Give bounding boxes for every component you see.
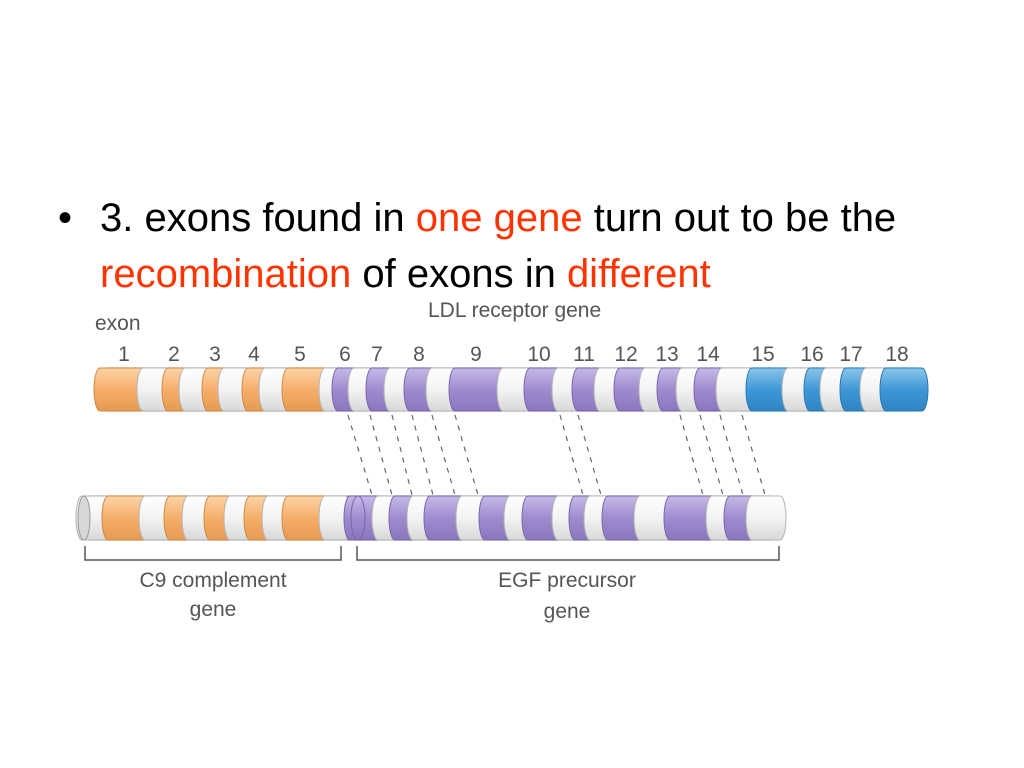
dashed-mapping-line: [391, 414, 413, 496]
exon-number-6: 6: [339, 343, 351, 366]
exon-number-18: 18: [885, 343, 908, 366]
dashed-mapping-line: [679, 414, 704, 496]
exon-number-10: 10: [527, 343, 550, 366]
egf-end-cap: [350, 495, 366, 541]
exon-number-2: 2: [168, 343, 180, 366]
egf-gene-label-line2: gene: [544, 600, 591, 623]
c9-egf-gene-cylinder: [75, 495, 787, 541]
exon-number-11: 11: [573, 343, 595, 366]
exon-number-7: 7: [371, 343, 383, 366]
exon-number-3: 3: [209, 343, 221, 366]
c9-bracket: [84, 546, 342, 561]
dashed-mapping-line: [719, 414, 744, 496]
exon-number-16: 16: [800, 343, 823, 366]
dashed-mapping-line: [369, 414, 393, 496]
bullet-segment: 3. exons found in: [100, 196, 416, 240]
dashed-mapping-line: [559, 414, 584, 496]
exon-number-5: 5: [294, 343, 306, 366]
bullet-dot: •: [58, 196, 73, 240]
exon-label: exon: [95, 312, 141, 335]
dashed-mapping-line: [699, 414, 724, 496]
dashed-mapping-line: [741, 414, 766, 496]
exon-number-17: 17: [839, 343, 862, 366]
dashed-mapping-line: [411, 414, 434, 496]
bullet-segment: of exons in: [351, 252, 567, 296]
ldl-receptor-gene-title: LDL receptor gene: [428, 299, 601, 322]
exon-number-13: 13: [655, 343, 678, 366]
intron-segment: [745, 495, 787, 541]
bullet-highlight-different: different: [566, 252, 711, 296]
bullet-segment: turn out to be the: [582, 196, 897, 240]
exon-mapping-dashed-lines: [347, 414, 766, 496]
gene-end-cap: [77, 495, 91, 541]
dashed-mapping-line: [431, 414, 456, 496]
exon-number-1: 1: [118, 343, 130, 366]
dashed-mapping-line: [347, 414, 373, 496]
exon-number-15: 15: [751, 343, 774, 366]
dashed-mapping-line: [454, 414, 479, 496]
bullet-text: 3. exons found in one gene turn out to b…: [100, 190, 990, 302]
dashed-mapping-line: [577, 414, 602, 496]
exon-number-9: 9: [470, 343, 482, 366]
c9-gene-label-line2: gene: [190, 598, 237, 621]
exon-number-4: 4: [248, 343, 260, 366]
bullet-highlight-one-gene: one gene: [415, 196, 583, 240]
egf-gene-label-line1: EGF precursor: [498, 569, 636, 592]
ldl-receptor-gene-cylinder: [93, 367, 929, 412]
c9-gene-label-line1: C9 complement: [139, 569, 286, 592]
bullet-highlight-recombination: recombination: [100, 252, 352, 296]
exon-number-14: 14: [696, 343, 720, 366]
egf-bracket: [356, 546, 780, 561]
exon-number-12: 12: [614, 343, 637, 366]
exon-number-8: 8: [413, 343, 425, 366]
blue-exon-segment: [879, 367, 929, 412]
